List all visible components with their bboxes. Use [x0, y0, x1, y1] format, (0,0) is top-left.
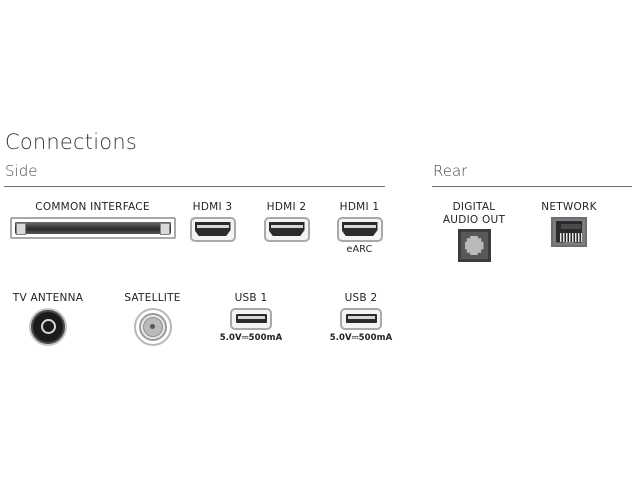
coax-satellite-connector-icon — [133, 307, 172, 346]
port-label-digital-audio-out: DIGITAL AUDIO OUT — [442, 201, 506, 226]
port-tv-antenna: TV ANTENNA — [2, 292, 94, 346]
port-sublabel-earc: eARC — [346, 243, 373, 255]
rj45-ethernet-port-icon — [551, 216, 587, 247]
port-label-usb-1: USB 1 — [234, 292, 268, 304]
section-label-rear: Rear — [433, 162, 468, 180]
port-label-usb-2: USB 2 — [344, 292, 378, 304]
port-network: NETWORK — [530, 201, 608, 247]
coax-antenna-connector-icon — [29, 307, 67, 346]
port-hdmi-1: HDMI 1 eARC — [331, 201, 388, 255]
port-sublabel-usb-1-power: 5.0V⎓500mA — [219, 332, 283, 343]
port-label-network: NETWORK — [541, 201, 597, 213]
port-common-interface: COMMON INTERFACE — [5, 201, 180, 239]
port-label-satellite: SATELLITE — [124, 292, 181, 304]
page-title: Connections — [5, 130, 137, 154]
port-label-common-interface: COMMON INTERFACE — [35, 201, 150, 213]
hdmi-port-icon — [263, 216, 310, 242]
usb-port-icon — [230, 307, 272, 330]
section-divider-rear — [432, 186, 632, 187]
port-sublabel-usb-2-power: 5.0V⎓500mA — [329, 332, 393, 343]
port-label-hdmi-1: HDMI 1 — [339, 201, 380, 213]
port-satellite: SATELLITE — [110, 292, 195, 346]
optical-toslink-port-icon — [457, 229, 491, 262]
port-usb-2: USB 2 5.0V⎓500mA — [315, 292, 407, 344]
port-label-hdmi-3: HDMI 3 — [192, 201, 233, 213]
section-divider-side — [4, 186, 385, 187]
port-hdmi-3: HDMI 3 — [184, 201, 241, 242]
port-label-tv-antenna: TV ANTENNA — [12, 292, 84, 304]
port-usb-1: USB 1 5.0V⎓500mA — [205, 292, 297, 344]
port-hdmi-2: HDMI 2 — [258, 201, 315, 242]
port-label-hdmi-2: HDMI 2 — [266, 201, 307, 213]
section-label-side: Side — [5, 162, 38, 180]
common-interface-slot-icon — [9, 216, 176, 239]
port-digital-audio-out: DIGITAL AUDIO OUT — [428, 201, 520, 262]
hdmi-port-icon — [189, 216, 236, 242]
usb-port-icon — [340, 307, 382, 330]
hdmi-port-icon — [336, 216, 383, 242]
